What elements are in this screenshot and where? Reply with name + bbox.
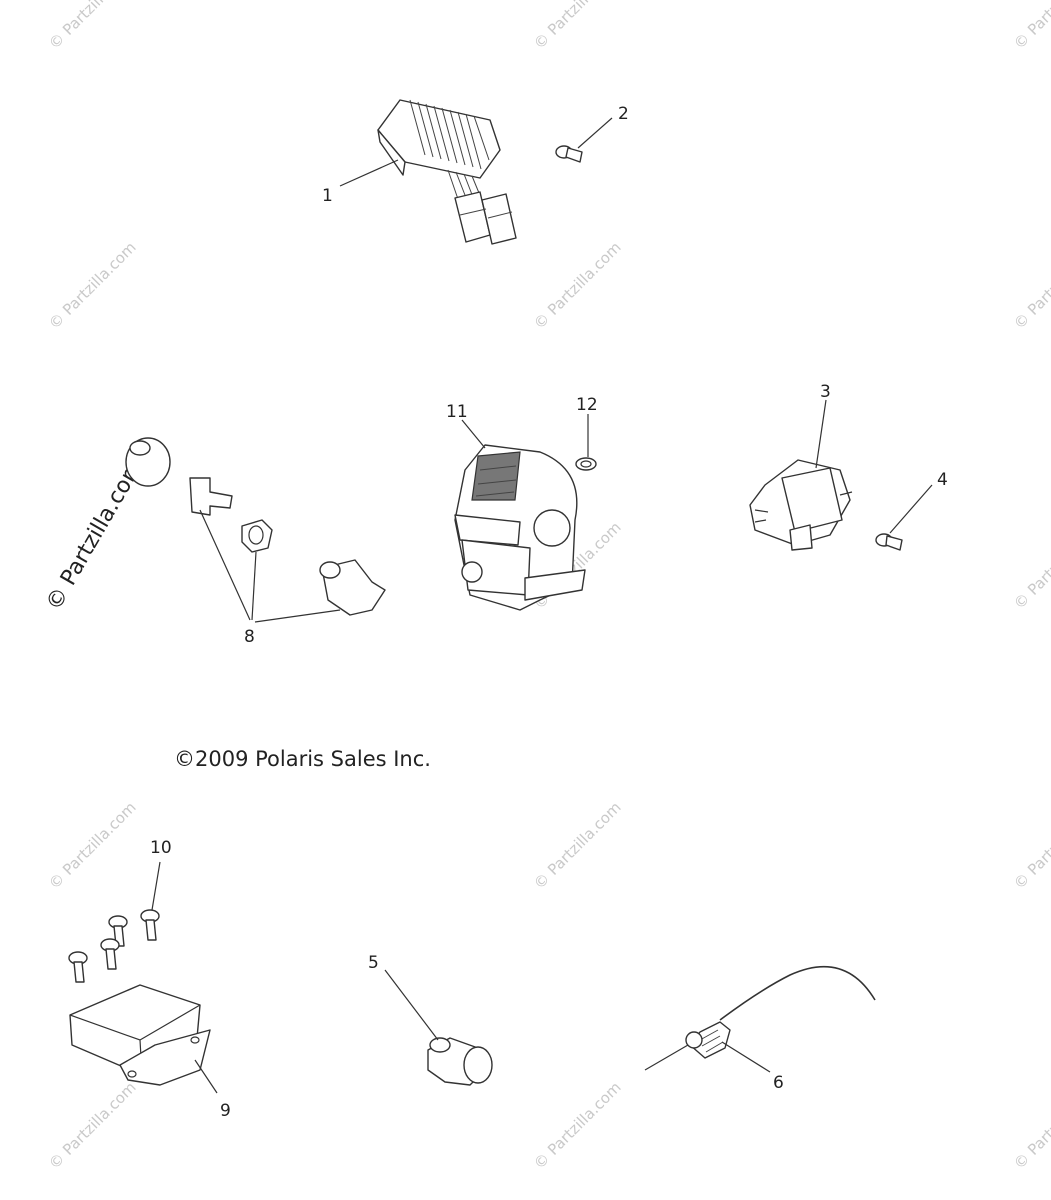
leader-line-2 bbox=[577, 117, 613, 149]
callout-4: 4 bbox=[937, 470, 948, 490]
watermark-tile: © Partzilla.com bbox=[530, 0, 625, 53]
watermark-tile: © Partzilla.com bbox=[530, 238, 625, 333]
part-9-relay bbox=[69, 984, 211, 1086]
part-1-regulator bbox=[377, 99, 517, 245]
part-3-module bbox=[749, 459, 853, 551]
callout-8: 8 bbox=[244, 627, 255, 647]
leader-line-8c bbox=[254, 609, 341, 623]
leader-line-6a bbox=[644, 1044, 689, 1071]
callout-5: 5 bbox=[368, 953, 379, 973]
part-10-screws bbox=[68, 909, 160, 983]
leader-line-4 bbox=[889, 484, 933, 534]
callout-6: 6 bbox=[773, 1073, 784, 1093]
callout-10: 10 bbox=[150, 838, 172, 858]
leader-line-9 bbox=[194, 1059, 218, 1094]
leader-line-10 bbox=[151, 861, 161, 911]
callout-3: 3 bbox=[820, 382, 831, 402]
watermark-tile: © Partzilla.com bbox=[1010, 1078, 1051, 1173]
watermark-tile: © Partzilla.com bbox=[45, 0, 140, 53]
watermark-tile: © Partzilla.com bbox=[45, 798, 140, 893]
callout-12: 12 bbox=[576, 395, 598, 415]
part-2-screw bbox=[555, 145, 583, 163]
callout-11: 11 bbox=[446, 402, 468, 422]
part-12-clip bbox=[575, 457, 597, 471]
watermark-tile: © Partzilla.com bbox=[530, 798, 625, 893]
part-6-sensor bbox=[685, 965, 876, 1059]
leader-line-3 bbox=[815, 399, 827, 469]
callout-9: 9 bbox=[220, 1101, 231, 1121]
watermark-tile: © Partzilla.com bbox=[530, 1078, 625, 1173]
part-8-switch-kit bbox=[125, 437, 386, 616]
leader-line-8b bbox=[251, 551, 257, 621]
part-4-screw bbox=[875, 533, 903, 551]
leader-line-6b bbox=[721, 1041, 771, 1073]
callout-2: 2 bbox=[618, 104, 629, 124]
watermark-tile: © Partzilla.com bbox=[1010, 798, 1051, 893]
watermark-tile: © Partzilla.com bbox=[1010, 0, 1051, 53]
leader-line-11 bbox=[461, 419, 486, 449]
leader-line-8a bbox=[199, 509, 251, 621]
leader-line-5 bbox=[384, 969, 439, 1041]
callout-1: 1 bbox=[322, 186, 333, 206]
part-11-switch-housing bbox=[454, 444, 586, 611]
part-5-button-switch bbox=[427, 1037, 493, 1086]
watermark-tile: © Partzilla.com bbox=[45, 1078, 140, 1173]
watermark-tile: © Partzilla.com bbox=[45, 238, 140, 333]
watermark-tile: © Partzilla.com bbox=[1010, 238, 1051, 333]
copyright-text: ©2009 Polaris Sales Inc. bbox=[174, 747, 431, 771]
leader-line-1 bbox=[339, 159, 399, 187]
watermark-tile: © Partzilla.com bbox=[1010, 518, 1051, 613]
